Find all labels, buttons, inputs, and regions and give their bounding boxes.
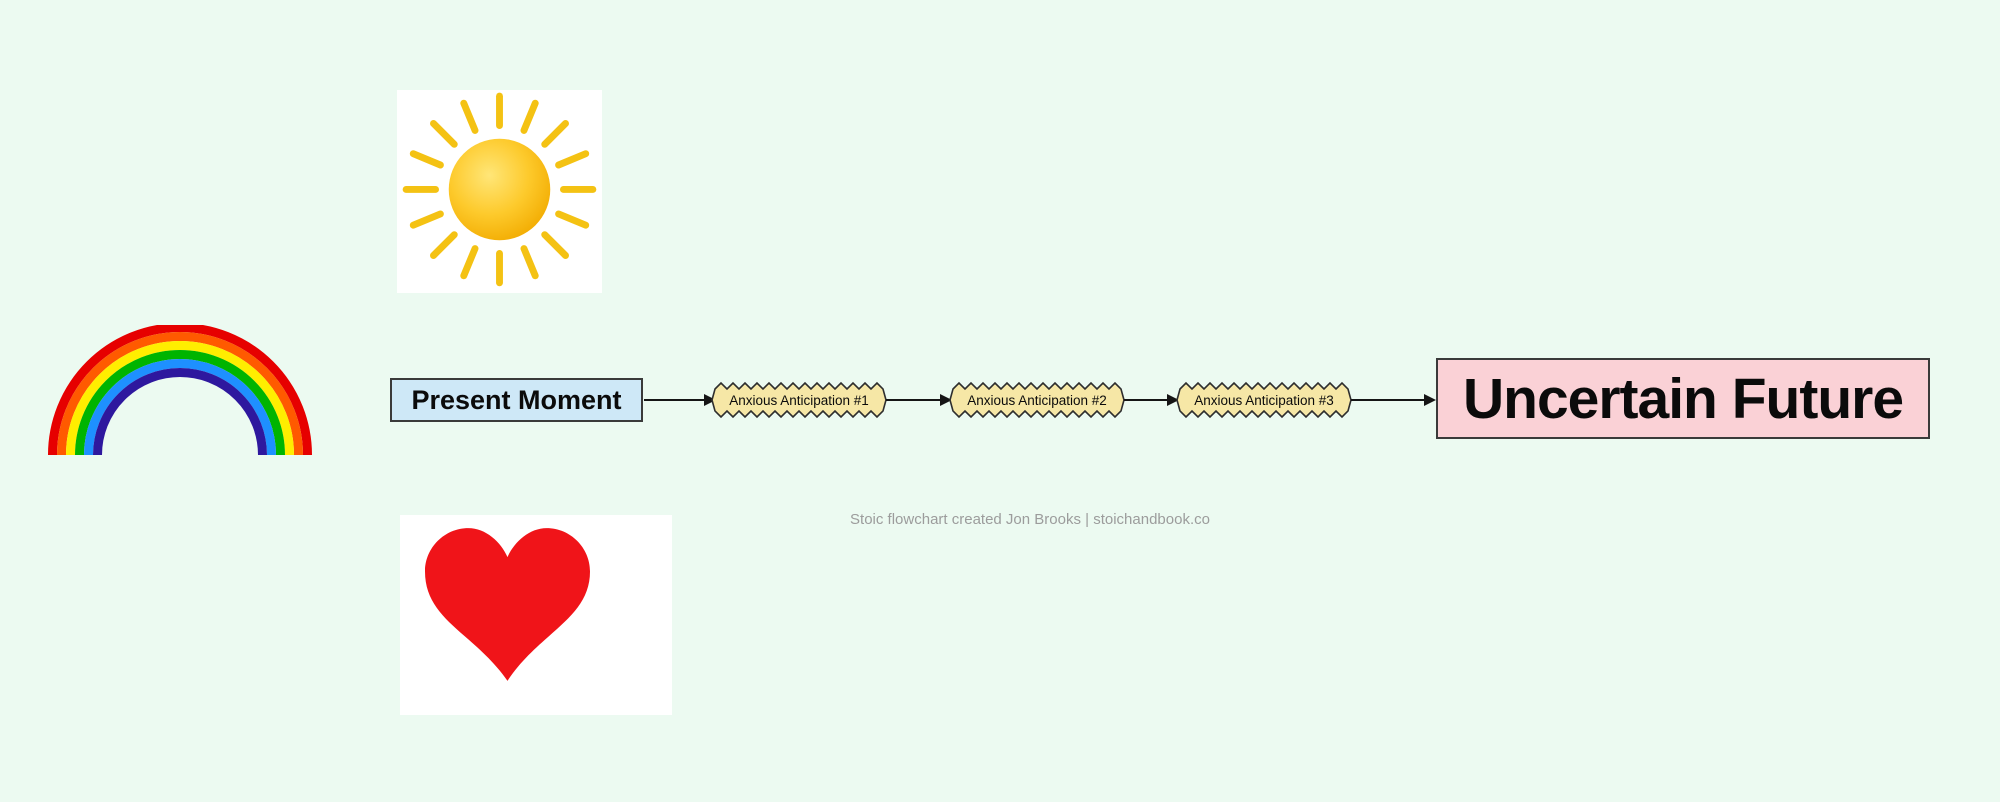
sun-icon-svg: [402, 92, 597, 287]
arrowhead-icon: [940, 394, 952, 406]
node-label: Anxious Anticipation #3: [1194, 393, 1334, 408]
heart-icon: [400, 515, 672, 715]
arrow-3: [1124, 394, 1179, 406]
node-anxious-anticipation-2: Anxious Anticipation #2: [949, 381, 1125, 419]
node-uncertain-future: Uncertain Future: [1436, 358, 1930, 439]
arrow-2: [886, 394, 952, 406]
caption-credit: Stoic flowchart created Jon Brooks | sto…: [850, 511, 1210, 528]
sun-icon: [397, 90, 602, 293]
heart-icon-svg: [425, 528, 590, 681]
rainbow-icon-svg: [48, 323, 312, 587]
node-label: Anxious Anticipation #2: [967, 393, 1107, 408]
rainbow-icon: [48, 323, 312, 587]
arrowhead-icon: [1167, 394, 1179, 406]
node-anxious-anticipation-3: Anxious Anticipation #3: [1176, 381, 1352, 419]
node-label: Anxious Anticipation #1: [729, 393, 869, 408]
node-anxious-anticipation-1: Anxious Anticipation #1: [711, 381, 887, 419]
arrowhead-icon: [1424, 394, 1436, 406]
arrow-1: [644, 394, 716, 406]
node-present-moment: Present Moment: [390, 378, 643, 422]
arrow-4: [1351, 394, 1436, 406]
